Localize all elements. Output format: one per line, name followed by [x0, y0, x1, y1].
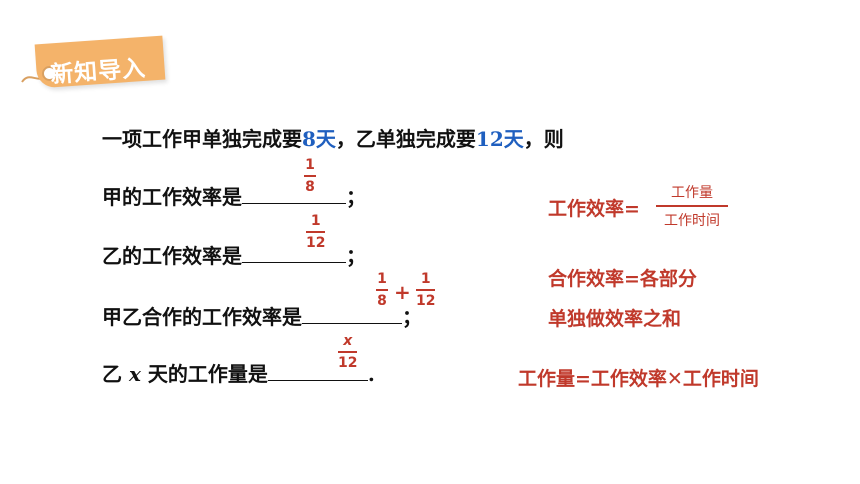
answer-4-fraction: x 12 — [338, 333, 358, 371]
a3-left-denominator: 8 — [377, 292, 387, 309]
badge-hole — [42, 66, 57, 81]
q1-label: 甲的工作效率是 — [102, 185, 242, 209]
q2-semicolon: ； — [346, 244, 366, 268]
statement-part-2: ，乙单独完成要 — [335, 127, 476, 151]
statement-part-3: ，则 — [523, 127, 564, 151]
q3-semicolon: ； — [402, 305, 422, 329]
section-badge: 新知导入 — [20, 35, 166, 96]
efficiency-formula-label: 工作效率= — [548, 198, 640, 220]
q3-label: 甲乙合作的工作效率是 — [102, 305, 302, 329]
efficiency-formula-fraction: 工作量工作时间 — [656, 182, 728, 230]
a3-left-numerator: 1 — [377, 271, 387, 287]
a1-denominator: 8 — [305, 178, 315, 195]
days-jia: 8天 — [302, 127, 336, 151]
answer-blank-3[interactable] — [302, 301, 402, 324]
a2-numerator: 1 — [310, 213, 321, 229]
question-1: 甲的工作效率是 ； — [102, 181, 366, 210]
q4-label-b: 天的工作量是 — [147, 362, 268, 386]
a1-numerator: 1 — [305, 157, 315, 173]
a2-denominator: 12 — [306, 234, 326, 251]
efficiency-numerator: 工作量 — [671, 185, 713, 201]
answer-blank-1[interactable] — [242, 181, 346, 204]
question-4: 乙 x 天的工作量是. — [102, 358, 375, 387]
a3-right-numerator: 1 — [420, 271, 431, 287]
problem-statement: 一项工作甲单独完成要8天，乙单独完成要12天，则 — [102, 123, 564, 152]
question-2: 乙的工作效率是 ； — [102, 240, 366, 269]
q2-label: 乙的工作效率是 — [102, 244, 242, 268]
a3-right-denominator: 12 — [416, 292, 436, 309]
combined-efficiency-line-1: 合作效率=各部分 — [548, 268, 697, 290]
q4-period: . — [367, 362, 375, 386]
workload-formula: 工作量=工作效率✕工作时间 — [518, 368, 759, 390]
badge-label: 新知导入 — [49, 55, 147, 89]
answer-blank-2[interactable] — [242, 240, 346, 263]
q1-semicolon: ； — [346, 185, 366, 209]
a4-numerator: x — [343, 333, 353, 349]
combined-efficiency-line-2: 单独做效率之和 — [548, 308, 682, 330]
q4-variable: x — [128, 362, 141, 386]
q4-label-a: 乙 — [102, 362, 122, 386]
efficiency-denominator: 工作时间 — [664, 212, 720, 229]
answer-blank-4[interactable] — [267, 358, 368, 381]
statement-part-1: 一项工作甲单独完成要 — [102, 127, 302, 151]
a4-denominator: 12 — [338, 354, 358, 371]
question-3: 甲乙合作的工作效率是 ； — [102, 301, 422, 330]
days-yi: 12天 — [475, 127, 524, 151]
plus-sign: + — [394, 280, 411, 304]
